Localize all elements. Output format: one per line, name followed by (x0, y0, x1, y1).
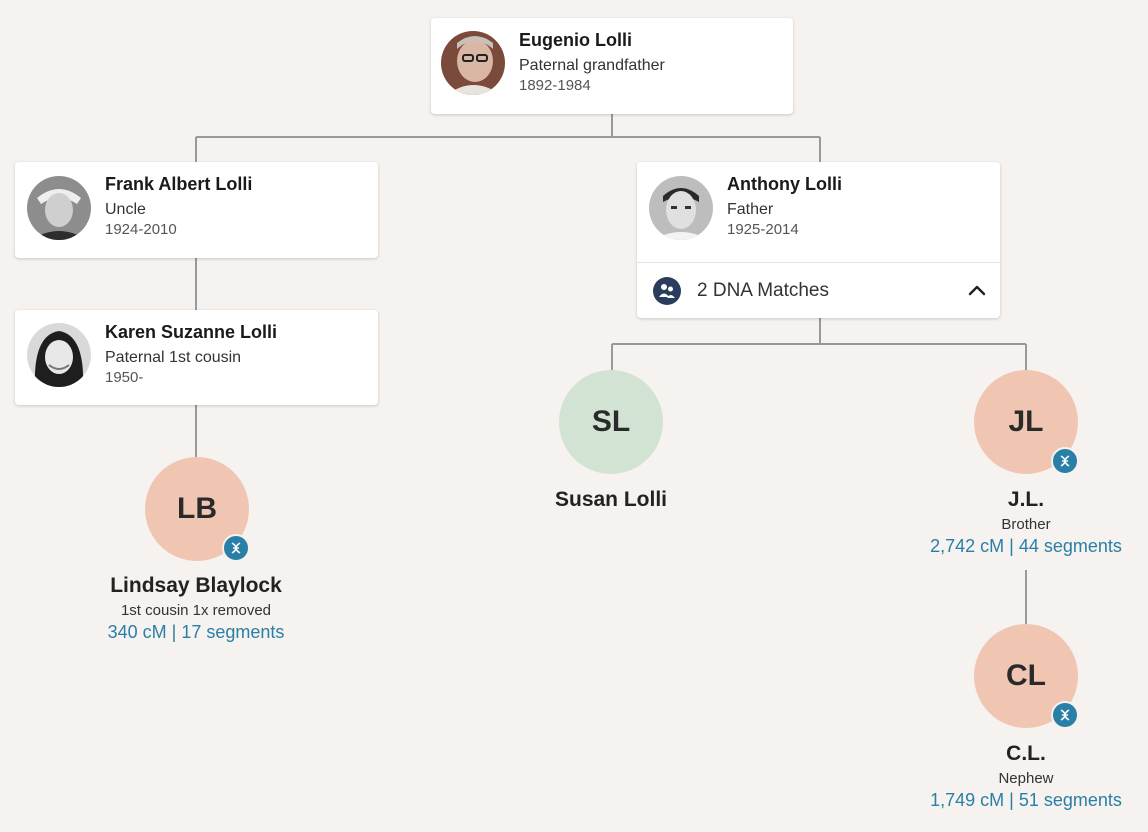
match-shared-dna-link[interactable]: 1,749 cM | 51 segments (930, 790, 1122, 810)
person-name: Eugenio Lolli (519, 30, 632, 50)
dna-matches-toggle[interactable]: 2 DNA Matches (637, 262, 1000, 319)
person-card-anthony[interactable]: Anthony Lolli Father 1925-2014 2 DNA Mat… (637, 162, 1000, 318)
dna-helix-icon (222, 534, 250, 562)
match-initials: LB (177, 492, 217, 525)
match-avatar[interactable]: SL (559, 370, 663, 474)
match-name[interactable]: Susan Lolli (554, 488, 667, 511)
match-initials: JL (1008, 405, 1044, 438)
match-name[interactable]: C.L. (1006, 742, 1046, 765)
person-relationship: Uncle (105, 200, 146, 218)
dna-helix-icon (1051, 701, 1079, 729)
match-name[interactable]: J.L. (1007, 488, 1045, 511)
match-relationship: Brother (1001, 516, 1051, 533)
person-photo (27, 323, 91, 387)
person-photo (441, 31, 505, 95)
person-card-frank[interactable]: Frank Albert Lolli Uncle 1924-2010 (15, 162, 378, 258)
person-name: Anthony Lolli (727, 174, 842, 194)
chevron-up-icon[interactable] (966, 279, 988, 301)
person-relationship: Paternal grandfather (519, 56, 665, 74)
person-photo (649, 176, 713, 240)
person-name: Karen Suzanne Lolli (105, 322, 278, 342)
dna-matches-label: 2 DNA Matches (697, 280, 829, 301)
person-dates: 1950- (105, 368, 144, 386)
match-shared-dna-link[interactable]: 2,742 cM | 44 segments (930, 536, 1122, 556)
person-photo (27, 176, 91, 240)
person-dates: 1924-2010 (105, 220, 177, 238)
match-shared-dna-link[interactable]: 340 cM | 17 segments (107, 622, 285, 642)
match-relationship: Nephew (998, 770, 1054, 787)
person-name: Frank Albert Lolli (105, 174, 253, 194)
person-card-eugenio[interactable]: Eugenio Lolli Paternal grandfather 1892-… (431, 18, 793, 114)
person-relationship: Paternal 1st cousin (105, 348, 242, 366)
people-group-icon (653, 277, 681, 305)
person-card-karen[interactable]: Karen Suzanne Lolli Paternal 1st cousin … (15, 310, 378, 405)
match-initials: SL (591, 405, 631, 438)
match-initials: CL (1006, 659, 1046, 692)
match-name[interactable]: Lindsay Blaylock (110, 574, 282, 597)
person-relationship: Father (727, 200, 774, 218)
dna-helix-icon (1051, 447, 1079, 475)
match-relationship: 1st cousin 1x removed (120, 602, 272, 619)
person-dates: 1925-2014 (727, 220, 799, 238)
person-dates: 1892-1984 (519, 76, 591, 94)
